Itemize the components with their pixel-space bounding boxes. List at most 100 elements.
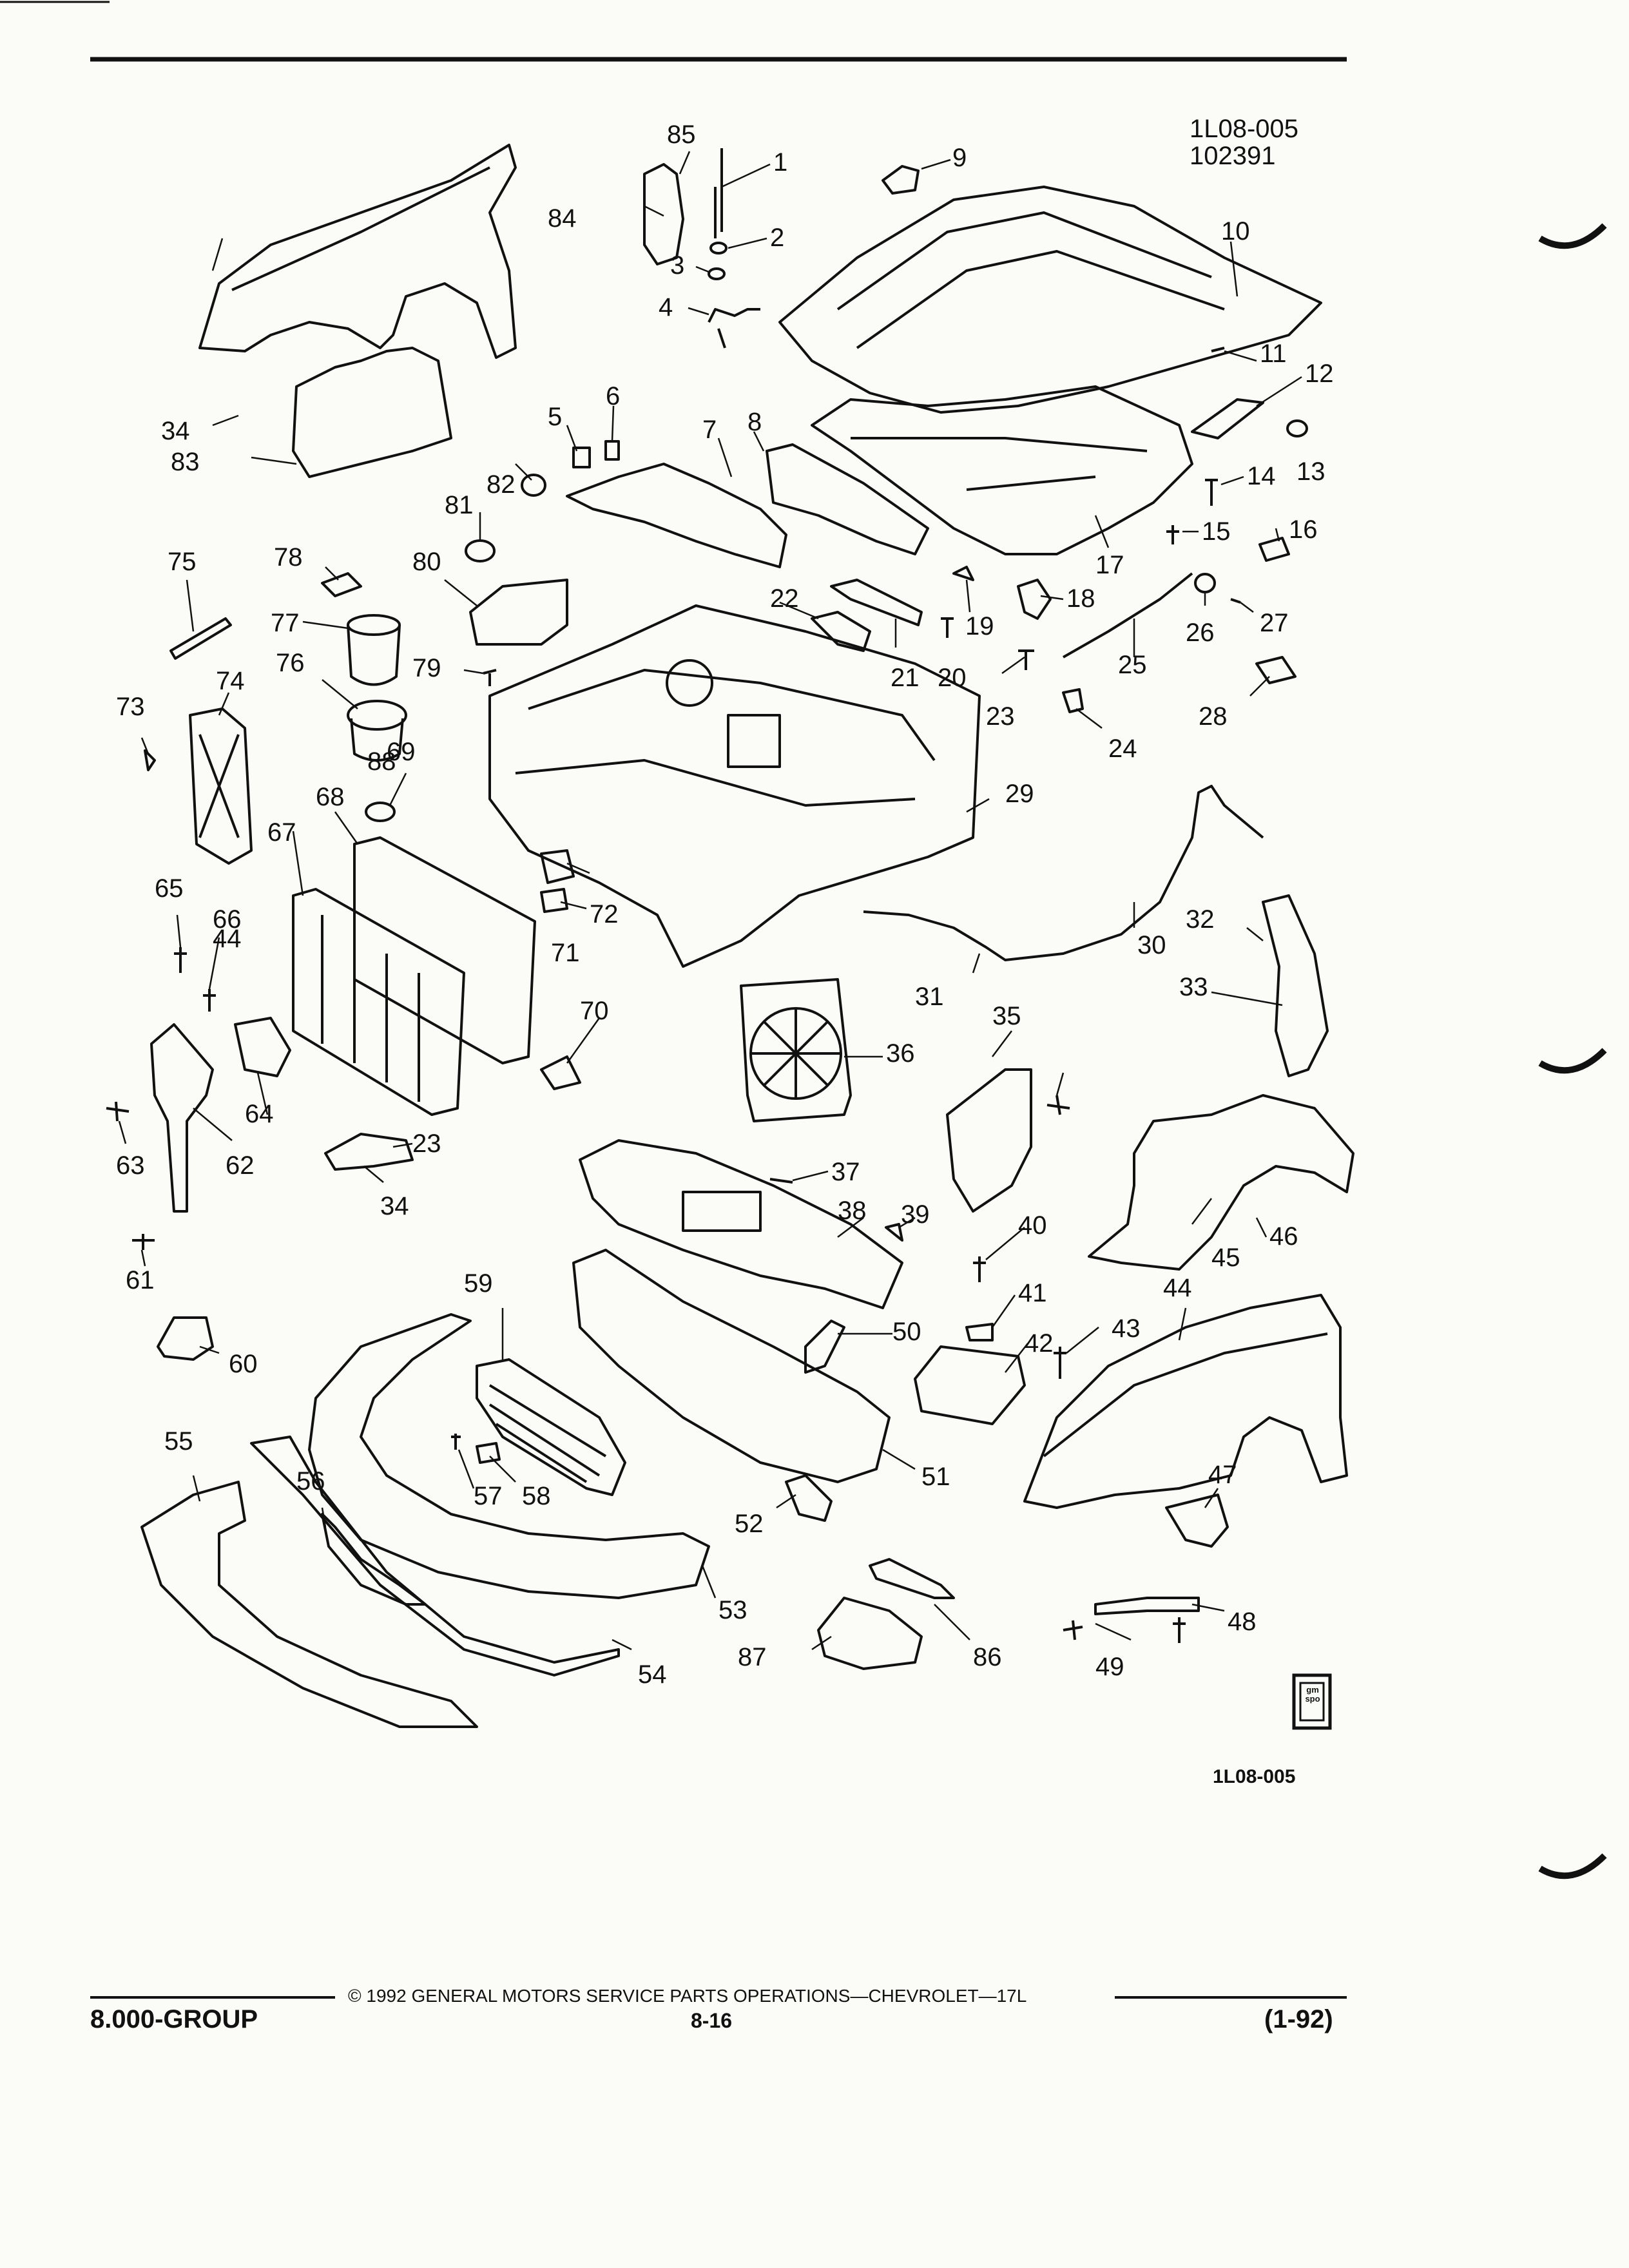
callout-6: 6 [606,382,620,410]
block-60 [157,1316,214,1361]
bolt-65 [174,947,187,973]
callout-37: 37 [831,1158,860,1186]
callout-8: 8 [747,408,762,436]
reinforcement-51 [572,1249,891,1483]
footer-page: 8-16 [691,2009,733,2032]
callout-24: 24 [1108,735,1137,763]
callout-38: 38 [838,1196,867,1225]
callout-14: 14 [1247,462,1276,490]
front-fascia-53 [308,1313,710,1599]
screw-27 [1230,598,1241,604]
callout-58: 58 [522,1482,551,1510]
callout-56: 56 [296,1467,325,1495]
callout-12: 12 [1305,360,1334,388]
callout-23: 23 [986,702,1015,731]
strip-73 [169,617,232,660]
clip-5 [572,447,591,468]
footer-rule-left [90,1996,335,1999]
callout-32: 32 [1186,905,1215,934]
callout-74: 74 [216,667,245,695]
callout-65: 65 [155,874,184,903]
fastener-71 [144,749,156,771]
bolt-34 [1046,1095,1070,1115]
bracket-50 [804,1320,845,1374]
callout-44: 44 [213,925,242,953]
clip-24 [1062,688,1084,713]
callout-13: 13 [1296,457,1325,486]
callout-44: 44 [1163,1274,1192,1302]
clip-41 [965,1323,994,1341]
callout-34: 34 [380,1192,409,1220]
brace-48 [1094,1597,1200,1615]
callout-40: 40 [1018,1211,1047,1240]
grille-59-bars [488,1384,607,1483]
grommet-26 [1194,573,1216,593]
callout-17: 17 [1095,551,1124,579]
hood-line-1 [836,211,1212,311]
reservoir-75-top [347,614,401,636]
frame-inner-2 [515,759,916,807]
clip-58 [476,1442,501,1464]
bolt-23b [203,989,216,1012]
bracket-87-88 [324,1133,414,1171]
bracket-84 [869,1558,955,1599]
callout-61: 61 [126,1266,155,1294]
gmspo-badge-text: gm spo [1305,1685,1320,1704]
callout-30: 30 [1137,931,1166,959]
callout-76: 76 [276,649,305,677]
radiator-66 [292,888,465,1116]
fan-blades-36 [751,1008,841,1099]
callout-66: 66 [213,905,242,934]
splash-shield-left [292,347,452,478]
callout-77: 77 [271,609,300,637]
bolt-40 [973,1256,986,1282]
footer-rule-right [1115,1996,1347,1999]
panel-72 [189,707,253,865]
callout-53: 53 [718,1596,747,1624]
left-fender-detail [231,166,490,291]
bolt-77 [483,669,497,686]
cap-79 [465,539,496,562]
bolt-14 [1205,479,1218,506]
bolt-20 [941,617,954,638]
panel-8 [766,443,929,555]
callout-34: 34 [161,417,190,445]
callout-63: 63 [116,1151,145,1180]
callout-26: 26 [1186,619,1215,647]
release-cable-30 [863,785,1264,961]
deflector-56 [321,1513,427,1606]
figure-date: 102391 [1190,142,1276,170]
hood-line-2 [856,250,1225,349]
callout-68: 68 [316,783,345,811]
callout-80: 80 [412,548,441,576]
right-fender-44 [1023,1294,1348,1509]
callout-9: 9 [952,144,967,172]
frame-inner-1 [528,669,936,762]
callout-72: 72 [590,900,619,928]
horn-47 [1165,1494,1229,1548]
bracket-76 [321,572,362,597]
cap-86 [365,802,396,822]
callout-2: 2 [770,224,784,252]
part-drawings [106,144,1354,1730]
callout-20: 20 [938,664,967,692]
callout-1: 1 [773,148,787,177]
callout-87: 87 [738,1643,767,1671]
bolt-49a [1063,1620,1083,1640]
callout-51: 51 [921,1463,950,1491]
callout-62: 62 [226,1151,255,1180]
panel-35 [946,1068,1032,1213]
callout-16: 16 [1289,515,1318,544]
callout-75: 75 [168,548,197,576]
clip-6 [604,440,620,461]
footer-group: 8.000-GROUP [90,2005,258,2033]
latch-cable-4 [708,308,760,349]
callout-84: 84 [548,204,577,233]
bracket-70 [540,849,575,884]
callout-55: 55 [164,1427,193,1456]
callout-52: 52 [735,1510,764,1538]
callout-82: 82 [487,470,516,499]
spoiler-55 [140,1481,478,1728]
callout-69: 69 [387,738,416,766]
